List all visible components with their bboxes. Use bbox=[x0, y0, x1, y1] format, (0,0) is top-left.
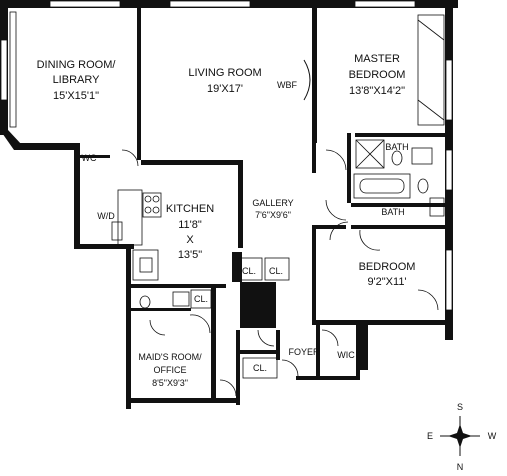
wic-label: WIC bbox=[337, 350, 355, 360]
fixtures bbox=[9, 11, 445, 397]
living-room-label: LIVING ROOM bbox=[188, 67, 261, 79]
compass-w: W bbox=[488, 431, 497, 441]
master-bath-label: BATH bbox=[385, 142, 408, 152]
living-room-dims: 19'X17' bbox=[207, 83, 243, 95]
kitchen-dim-2: 13'5" bbox=[178, 249, 202, 261]
closet-label-3: CL. bbox=[194, 294, 208, 304]
maids-room-label-2: OFFICE bbox=[154, 365, 187, 375]
master-bedroom-label-2: BEDROOM bbox=[349, 69, 406, 81]
wd-label: W/D bbox=[97, 211, 115, 221]
closet-label-1: CL. bbox=[242, 266, 256, 276]
kitchen-x: X bbox=[186, 234, 194, 246]
closet-label-4: CL. bbox=[253, 363, 267, 373]
compass-n: N bbox=[457, 462, 464, 472]
room-labels: DINING ROOM/ LIBRARY 15'X15'1" LIVING RO… bbox=[37, 53, 416, 388]
compass-rose: S N E W bbox=[427, 402, 497, 472]
kitchen-dim-1: 11'8" bbox=[178, 219, 202, 231]
closet-label-2: CL. bbox=[269, 266, 283, 276]
dining-room-label: DINING ROOM/ bbox=[37, 59, 117, 71]
compass-s: S bbox=[457, 402, 463, 412]
maids-room-label: MAID'S ROOM/ bbox=[138, 352, 202, 362]
bedroom-dims: 9'2"X11' bbox=[367, 276, 406, 288]
bedroom-label: BEDROOM bbox=[359, 261, 416, 273]
wc-label: WC bbox=[82, 153, 97, 163]
compass-e: E bbox=[427, 431, 433, 441]
maids-room-dims: 8'5"X9'3" bbox=[152, 378, 188, 388]
gallery-dims: 7'6"X9'6" bbox=[255, 210, 291, 220]
dining-room-dims: 15'X15'1" bbox=[53, 90, 99, 102]
master-bedroom-label: MASTER bbox=[354, 53, 400, 65]
wbf-label: WBF bbox=[277, 80, 297, 90]
kitchen-label: KITCHEN bbox=[166, 203, 214, 215]
windows bbox=[0, 0, 453, 311]
dining-room-label-2: LIBRARY bbox=[53, 74, 101, 86]
foyer-label: FOYER bbox=[288, 347, 320, 357]
master-bedroom-dims: 13'8"X14'2" bbox=[349, 85, 405, 97]
hall-bath-label: BATH bbox=[381, 207, 404, 217]
gallery-label: GALLERY bbox=[252, 198, 293, 208]
